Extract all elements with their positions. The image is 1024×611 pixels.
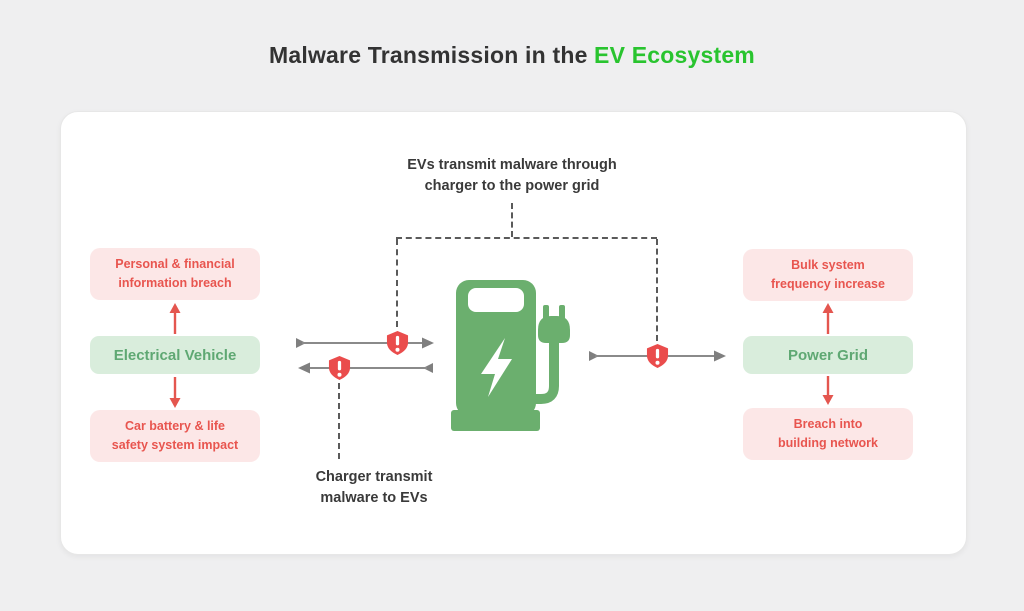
entity-box-electrical-vehicle: Electrical Vehicle (90, 336, 260, 374)
dashed-connector-right-drop (656, 239, 658, 341)
risk-box-personal-breach: Personal & financial information breach (90, 248, 260, 300)
arrow-ev-to-charger-icon (296, 337, 434, 349)
entity-box-power-grid: Power Grid (743, 336, 913, 374)
arrow-charger-to-ev-icon (298, 362, 433, 374)
risk-box-frequency-increase: Bulk system frequency increase (743, 249, 913, 301)
title-text: Malware Transmission in the (269, 42, 588, 68)
warning-shield-icon (646, 344, 669, 368)
red-arrow-down-icon (169, 377, 181, 408)
annotation-ev-to-grid: EVs transmit malware through charger to … (407, 157, 617, 195)
risk-box-building-network: Breach into building network (743, 408, 913, 460)
ev-charger-icon (451, 280, 570, 431)
dashed-connector-horizontal (396, 237, 657, 239)
dashed-connector-label-drop (511, 203, 513, 237)
risk-box-battery-impact: Car battery & life safety system impact (90, 410, 260, 462)
warning-shield-icon (386, 331, 409, 355)
title-accent: EV Ecosystem (594, 42, 755, 68)
dashed-connector-bottom-drop (338, 383, 340, 459)
dashed-connector-left-drop (396, 239, 398, 327)
red-arrow-down-icon (822, 376, 834, 405)
red-arrow-up-icon (822, 303, 834, 334)
red-arrow-up-icon (169, 303, 181, 334)
annotation-charger-to-ev: Charger transmit malware to EVs (315, 469, 433, 507)
warning-shield-icon (328, 356, 351, 380)
